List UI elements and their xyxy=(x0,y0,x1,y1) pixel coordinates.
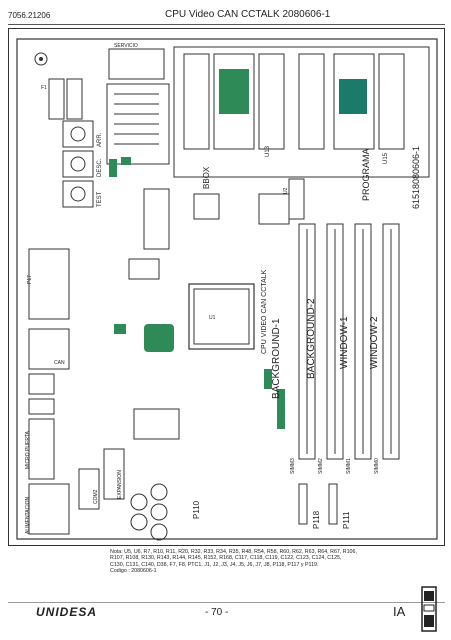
simm3-label: SIMM3 xyxy=(290,458,296,474)
connector-p17-label: P17 xyxy=(27,275,33,284)
green-connector-cn xyxy=(264,369,272,389)
slot-label-window-1: WINDOW-1 xyxy=(339,316,350,369)
mod1-label: U13 xyxy=(265,145,271,157)
capacitor-2 xyxy=(150,503,168,521)
chip-u15 xyxy=(128,258,160,280)
p118-label: P118 xyxy=(312,510,321,529)
note-block: Nota: U5, U6, R7, R10, R11, R20, R32, R3… xyxy=(110,549,430,575)
button-arr xyxy=(62,120,94,148)
connector-expansion xyxy=(103,448,125,500)
fuse-f1 xyxy=(48,78,65,120)
green-connector xyxy=(109,159,117,177)
green-component xyxy=(121,157,131,165)
mod2-chip xyxy=(339,79,367,114)
page-number: - 70 - xyxy=(205,607,229,618)
capacitor-3 xyxy=(150,523,168,541)
servicio-switch xyxy=(108,48,165,80)
chip-u14 xyxy=(133,408,180,440)
simm-slot-2 xyxy=(354,223,372,460)
servicio-label: SERVICIO xyxy=(114,43,138,49)
mod1-socket xyxy=(183,53,285,150)
green-chip-small xyxy=(114,324,126,334)
cabinet-icon xyxy=(421,586,437,632)
chip-u11 xyxy=(143,188,170,250)
connector-p17 xyxy=(28,248,70,320)
cpu-chip xyxy=(188,283,255,350)
capacitor-1 xyxy=(150,483,168,501)
document-title: CPU Video CAN CCTALK 2080606-1 xyxy=(165,9,331,20)
connector-p119 xyxy=(28,398,55,415)
button-arr-label: ARR. xyxy=(97,132,103,147)
connector-p120 xyxy=(28,373,55,395)
simm-slot-3 xyxy=(382,223,400,460)
board-outline xyxy=(16,38,438,540)
part-number: 61518080606-1 xyxy=(411,146,421,209)
chip-u7 xyxy=(258,193,290,225)
simm-slot-0 xyxy=(298,223,316,460)
programa-label: PROGRAMA xyxy=(361,148,371,201)
pcb-layout: U13 U15 BBOX PROGRAMA 61518080606-1 SERV… xyxy=(16,38,438,541)
chip-u10 xyxy=(193,193,220,220)
cpu-label: U1 xyxy=(209,315,216,321)
simm1-label: SIMM1 xyxy=(346,458,352,474)
connector-p118 xyxy=(298,483,308,525)
memory-module-area xyxy=(173,46,430,178)
button-desc xyxy=(62,150,94,178)
mod2-label: U15 xyxy=(383,152,389,164)
note-line: C130, C131, C140, D38, F7, F8, PTC1, J1,… xyxy=(110,561,319,568)
capacitor-5 xyxy=(130,513,148,531)
p110-label: P110 xyxy=(192,500,201,519)
fuse-f2 xyxy=(66,78,83,120)
simm2-label: SIMM2 xyxy=(318,458,324,474)
connector-p111 xyxy=(328,483,338,525)
green-connector-vertical xyxy=(277,389,285,429)
button-test xyxy=(62,180,94,208)
slot-label-background-1: BACKGROUND-1 xyxy=(271,318,282,399)
mod2-socket xyxy=(298,53,405,150)
alimentacion-label: ALIMENTACION xyxy=(25,496,31,534)
connector-p11 xyxy=(28,328,70,370)
mod1-chip xyxy=(219,69,249,114)
cpu-video-silkscreen: CPU VIDEO CAN CCTALK xyxy=(261,269,268,354)
connector-com2 xyxy=(78,468,100,510)
cpu-chip-inner xyxy=(193,288,250,345)
green-chip-large xyxy=(144,324,174,352)
note-line: R107, R108, R130, R143, R144, R145, R152… xyxy=(110,555,342,562)
document-code: 7056.21206 xyxy=(8,11,51,20)
connector-p115 xyxy=(28,418,55,480)
bbox-label: BBOX xyxy=(202,166,211,189)
dip-switch-bank xyxy=(106,83,170,165)
connector-alimentacion xyxy=(28,483,70,535)
connector-cn1 xyxy=(288,178,305,220)
simm0-label: SIMM0 xyxy=(374,458,380,474)
note-line: Nota: U5, U6, R7, R10, R11, R20, R32, R3… xyxy=(110,549,357,555)
section-label: IA xyxy=(393,604,406,619)
p111-label: P111 xyxy=(342,511,351,529)
can-label: CAN xyxy=(54,360,65,366)
fuse-label-f1: F1 xyxy=(41,85,47,91)
com2-label: COM2 xyxy=(93,489,99,504)
unidesa-logo: UNIDESA xyxy=(36,605,98,619)
button-test-label: TEST xyxy=(97,191,103,207)
header-rule xyxy=(8,24,445,25)
cn1-label: U2 xyxy=(283,187,289,194)
mount-hole-center xyxy=(39,57,43,61)
note-line: Codigo : 2080606-1 xyxy=(110,568,157,575)
expansion-label: EXPANSION xyxy=(117,470,123,499)
pcb-diagram: U13 U15 BBOX PROGRAMA 61518080606-1 SERV… xyxy=(8,28,445,546)
footer-rule xyxy=(8,602,445,603)
capacitor-4 xyxy=(130,493,148,511)
micro-puerta-label: MICRO PUERTA xyxy=(25,430,31,469)
slot-label-window-2: WINDOW-2 xyxy=(369,316,380,369)
mount-hole xyxy=(34,52,48,66)
slot-label-background-2: BACKGROUND-2 xyxy=(306,298,317,379)
simm-slot-1 xyxy=(326,223,344,460)
button-desc-label: DESC. xyxy=(97,158,103,177)
